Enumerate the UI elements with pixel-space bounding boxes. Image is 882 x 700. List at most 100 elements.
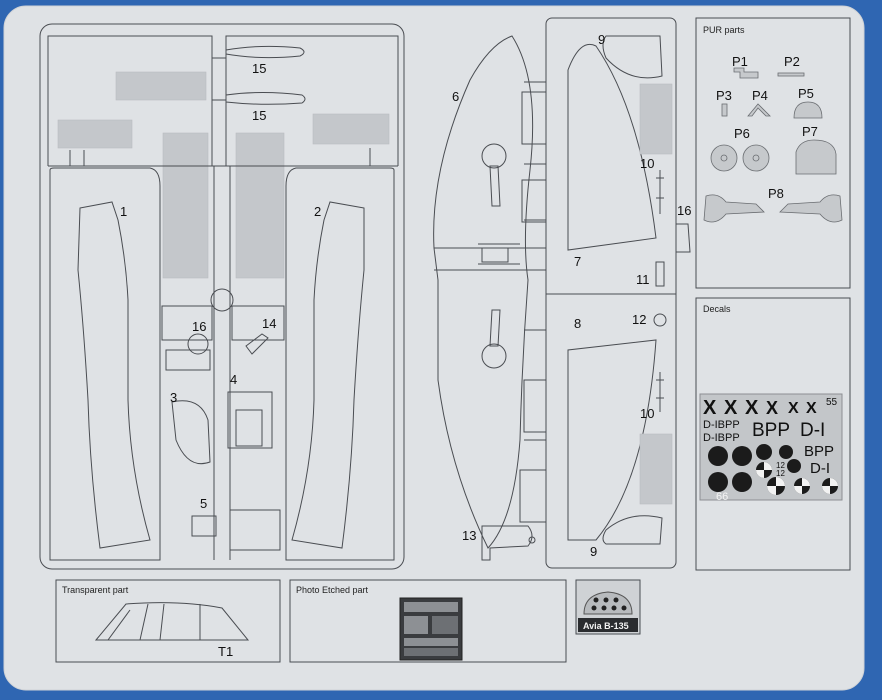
part-9-fairing — [602, 35, 663, 79]
decal-roundel — [756, 444, 772, 460]
decal-roundel — [708, 446, 728, 466]
part-16-disc — [187, 333, 209, 355]
photo-etched-panel — [289, 579, 567, 663]
decal-number: 55 — [826, 397, 838, 408]
part-label: 12 — [632, 312, 646, 327]
part-label: 9 — [590, 544, 597, 559]
part-9-fairing — [602, 515, 663, 545]
pur-label: P5 — [798, 86, 814, 101]
decal-registration-large: D-I — [810, 460, 830, 477]
part-label: 15 — [252, 61, 266, 76]
part-4-part — [227, 391, 273, 449]
gate-block — [162, 132, 209, 279]
decal-cross: X — [806, 400, 817, 417]
decal-roundel — [708, 472, 728, 492]
pur-parts-panel — [695, 17, 851, 289]
part-label: 7 — [574, 254, 581, 269]
pur-label: P4 — [752, 88, 768, 103]
part-label: 3 — [170, 390, 177, 405]
part-13-part — [481, 525, 533, 561]
decal-number: 12 — [776, 461, 785, 470]
gate-block — [639, 83, 673, 155]
section-title-decals: Decals — [703, 304, 731, 314]
part-label: 11 — [636, 272, 650, 287]
part-15-blade — [225, 45, 305, 59]
gate-block — [639, 433, 673, 505]
pur-part-p2 — [777, 72, 805, 77]
instrument-panel-decal — [575, 579, 641, 635]
part-label: 10 — [640, 406, 654, 421]
part-16-part — [675, 223, 691, 253]
part-14-part — [245, 333, 269, 355]
part-label: 13 — [462, 528, 476, 543]
gate-block — [235, 132, 285, 279]
part-label: 16 — [192, 319, 206, 334]
transparent-part-panel — [55, 579, 281, 663]
canopy-t1 — [94, 602, 250, 641]
part-2-fuselage-half — [291, 201, 365, 549]
part-label: 10 — [640, 156, 654, 171]
part-1-fuselage-half — [77, 201, 151, 549]
part-label: 1 — [120, 204, 127, 219]
part-label: 6 — [452, 89, 459, 104]
middle-sprue — [433, 17, 691, 569]
decal-quartered-roundel — [822, 478, 838, 494]
pur-part-p7 — [795, 139, 837, 175]
pur-label: P7 — [802, 124, 818, 139]
decal-number: 12 — [776, 469, 785, 478]
pur-label: P3 — [716, 88, 732, 103]
gate-block — [57, 119, 133, 149]
part-6-wing — [433, 35, 534, 549]
pur-part-p5 — [793, 101, 823, 119]
instrument-panel-label: Avia B-135 — [583, 621, 629, 631]
decal-roundel — [787, 459, 801, 473]
section-title-pur: PUR parts — [703, 25, 745, 35]
part-label: 14 — [262, 316, 276, 331]
decal-roundel — [732, 446, 752, 466]
decal-number: 66 — [716, 491, 728, 503]
decal-cross: X — [788, 400, 799, 417]
paper-sheet — [3, 5, 865, 691]
pur-label: P2 — [784, 54, 800, 69]
part-12-disc — [653, 313, 667, 327]
part-8-tailplane — [567, 339, 657, 541]
decal-registration: D-IBPP — [703, 419, 740, 431]
decal-registration-large: D-I — [800, 420, 825, 441]
pur-label: P6 — [734, 126, 750, 141]
pur-part-p8 — [703, 194, 765, 223]
decal-cross: X — [703, 397, 717, 419]
part-label: T1 — [218, 644, 233, 659]
pur-part-p3 — [721, 103, 728, 117]
decal-registration: D-IBPP — [703, 432, 740, 444]
section-title-etched: Photo Etched part — [296, 585, 369, 595]
part-label: 16 — [677, 203, 691, 218]
decal-quartered-roundel — [767, 477, 785, 495]
decal-registration-large: BPP — [804, 443, 834, 460]
left-sprue — [39, 23, 405, 570]
part-label: 15 — [252, 108, 266, 123]
part-5-part — [191, 515, 217, 537]
part-3-part — [171, 400, 211, 465]
decal-quartered-roundel — [794, 478, 810, 494]
gate-block — [115, 71, 207, 101]
decal-cross: X — [724, 397, 738, 419]
part-label: 2 — [314, 204, 321, 219]
section-title-transparent: Transparent part — [62, 585, 129, 595]
decal-cross: X — [745, 397, 759, 419]
pur-part-p1 — [733, 67, 759, 79]
decal-cross: X — [766, 398, 778, 418]
decals-panel — [695, 297, 851, 571]
pur-label: P8 — [768, 186, 784, 201]
part-label: 9 — [598, 32, 605, 47]
decal-registration-large: BPP — [752, 420, 790, 441]
pur-part-p4 — [747, 103, 771, 117]
decal-roundel — [732, 472, 752, 492]
part-label: 4 — [230, 372, 237, 387]
part-label: 5 — [200, 496, 207, 511]
part-15-blade — [225, 92, 306, 105]
decal-quartered-roundel — [756, 462, 772, 478]
decal-roundel — [779, 445, 793, 459]
part-label: 8 — [574, 316, 581, 331]
pur-part-p8 — [779, 194, 843, 223]
